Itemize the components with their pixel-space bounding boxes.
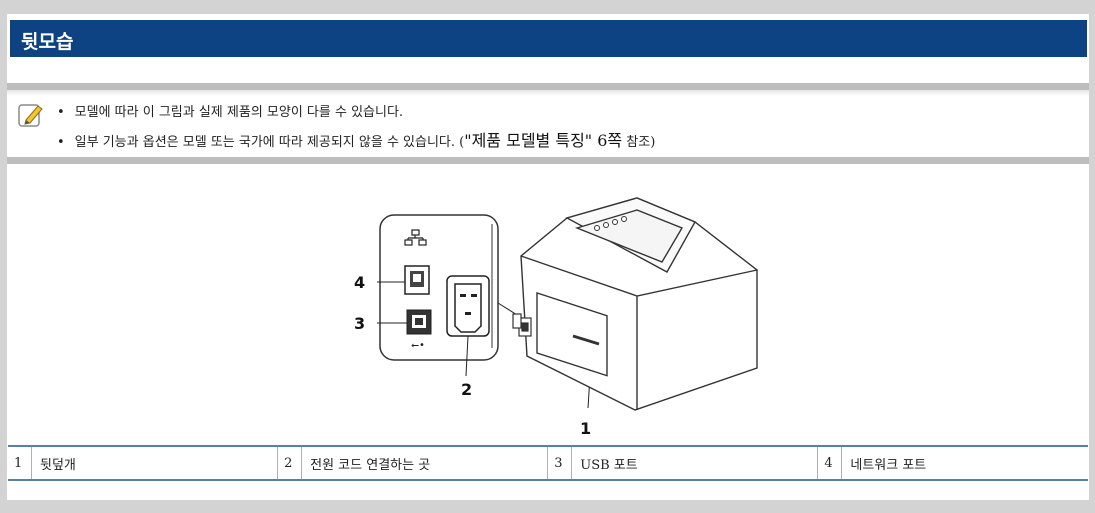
note-item: 모델에 따라 이 그림과 실제 제품의 모양이 다를 수 있습니다. [57, 99, 655, 127]
part-label: 네트워크 포트 [841, 446, 1088, 480]
usb-port [406, 309, 432, 335]
page-title: 뒷모습 [21, 31, 74, 53]
network-port [404, 265, 430, 295]
part-number: 2 [277, 446, 302, 480]
callout-4: 4 [354, 273, 365, 292]
network-icon [404, 229, 427, 246]
printer-rear-illustration: ⭠• [354, 197, 758, 438]
rear-port-connector [512, 313, 532, 337]
callout-1: 1 [580, 419, 591, 438]
usb-icon: ⭠• [411, 340, 425, 351]
callout-3: 3 [354, 314, 365, 333]
part-number: 3 [547, 446, 572, 480]
part-label: 뒷덮개 [30, 446, 278, 480]
part-label: 전원 코드 연결하는 곳 [301, 446, 548, 480]
parts-table: 1 뒷덮개 2 전원 코드 연결하는 곳 3 USB 포트 4 네트워크 포트 [8, 445, 1088, 481]
control-panel [594, 216, 627, 231]
callout-2: 2 [461, 380, 472, 399]
reference-link[interactable]: "제품 모델별 특징" 6쪽 [464, 131, 623, 150]
title-bar: 뒷모습 [10, 20, 1087, 57]
part-number: 4 [817, 446, 842, 480]
part-label: USB 포트 [571, 446, 818, 480]
table-row: 1 뒷덮개 2 전원 코드 연결하는 곳 3 USB 포트 4 네트워크 포트 [8, 446, 1088, 480]
pencil-note-icon [18, 104, 43, 127]
power-connector [446, 275, 490, 337]
page: 뒷모습 모델에 따라 이 그림과 실제 제품의 모양이 다를 수 있습니다. 일… [7, 14, 1089, 500]
part-number: 1 [14, 455, 23, 471]
note-box: 모델에 따라 이 그림과 실제 제품의 모양이 다를 수 있습니다. 일부 기능… [7, 83, 1089, 164]
note-item: 일부 기능과 옵션은 모델 또는 국가에 따라 제공되지 않을 수 있습니다. … [57, 127, 656, 155]
printer-body [520, 197, 758, 411]
